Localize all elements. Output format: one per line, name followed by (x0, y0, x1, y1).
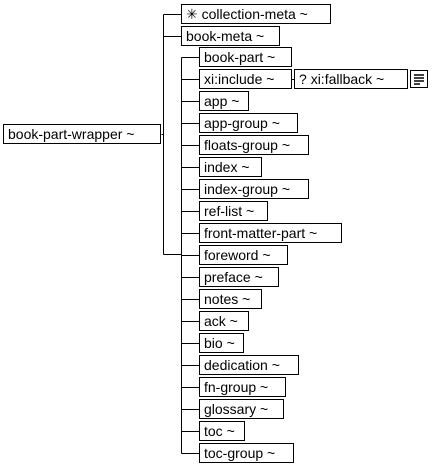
node-label: xi:include ~ (204, 71, 275, 87)
node-label: book-meta ~ (186, 28, 265, 44)
node-label: toc-group ~ (204, 445, 276, 461)
node-label: preface ~ (204, 269, 263, 285)
node-collection-meta[interactable]: ✳ collection-meta ~ (181, 4, 331, 24)
node-label: glossary ~ (204, 401, 269, 417)
repeat-star-icon: ✳ (186, 7, 198, 23)
document-lines-glyph (414, 74, 424, 85)
node-foreword[interactable]: foreword ~ (199, 245, 288, 265)
node-toc-group[interactable]: toc-group ~ (199, 443, 294, 463)
node-book-part[interactable]: book-part ~ (199, 47, 292, 67)
node-xi-fallback[interactable]: ? xi:fallback ~ (294, 69, 408, 89)
node-index[interactable]: index ~ (199, 157, 262, 177)
node-label: notes ~ (204, 291, 251, 307)
node-xi-include[interactable]: xi:include ~ (199, 69, 292, 89)
node-floats-group[interactable]: floats-group ~ (199, 135, 309, 155)
node-front-matter-part[interactable]: front-matter-part ~ (199, 223, 342, 243)
node-glossary[interactable]: glossary ~ (199, 399, 284, 419)
node-bio[interactable]: bio ~ (199, 333, 244, 353)
node-label: app-group ~ (204, 115, 280, 131)
node-label: index-group ~ (204, 181, 291, 197)
node-ref-list[interactable]: ref-list ~ (199, 201, 268, 221)
node-label: book-part ~ (204, 49, 276, 65)
node-preface[interactable]: preface ~ (199, 267, 279, 287)
node-dedication[interactable]: dedication ~ (199, 355, 299, 375)
node-toc[interactable]: toc ~ (199, 421, 245, 441)
node-notes[interactable]: notes ~ (199, 289, 262, 309)
node-label: ref-list ~ (204, 203, 255, 219)
node-book-part-wrapper[interactable]: book-part-wrapper ~ (3, 124, 161, 144)
node-app[interactable]: app ~ (199, 91, 249, 111)
node-label: collection-meta ~ (201, 6, 308, 22)
node-index-group[interactable]: index-group ~ (199, 179, 309, 199)
node-ack[interactable]: ack ~ (199, 311, 249, 331)
node-label: app ~ (204, 93, 240, 109)
document-lines-icon[interactable] (410, 70, 428, 88)
node-label: ack ~ (204, 313, 238, 329)
node-label: dedication ~ (204, 357, 280, 373)
node-label: toc ~ (204, 423, 235, 439)
node-label: foreword ~ (204, 247, 271, 263)
node-label: bio ~ (204, 335, 235, 351)
node-fn-group[interactable]: fn-group ~ (199, 377, 286, 397)
node-label: front-matter-part ~ (204, 225, 318, 241)
node-book-meta[interactable]: book-meta ~ (181, 26, 280, 46)
node-label: xi:fallback ~ (310, 71, 385, 87)
node-label: fn-group ~ (204, 379, 269, 395)
node-app-group[interactable]: app-group ~ (199, 113, 298, 133)
node-label: book-part-wrapper ~ (8, 126, 135, 142)
optional-question-icon: ? (299, 71, 307, 87)
node-label: index ~ (204, 159, 250, 175)
node-label: floats-group ~ (204, 137, 290, 153)
